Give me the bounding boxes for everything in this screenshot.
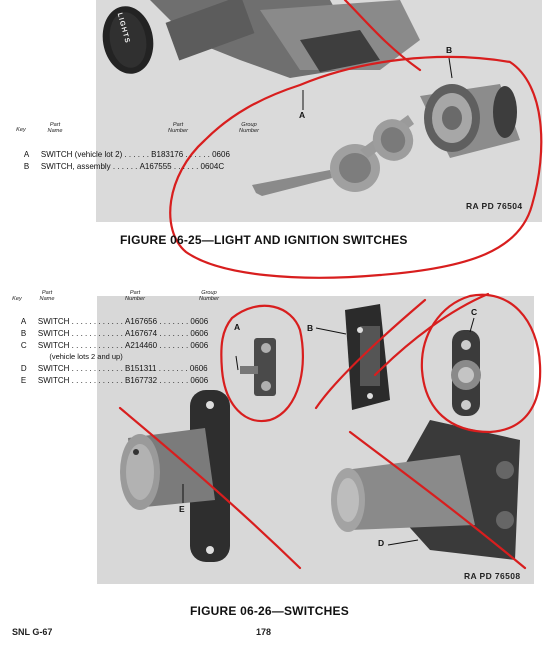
page-number: 178: [256, 627, 272, 637]
row-key: B: [23, 162, 30, 171]
header-part-number: Part Number: [168, 122, 188, 134]
callout-e-fig26: E: [179, 504, 185, 514]
header-group-number: Group Number: [239, 122, 259, 134]
row-dots: . . . . . . .: [157, 376, 191, 385]
row-number: A214460: [125, 341, 158, 350]
ra-number-fig25: RA PD 76504: [466, 201, 523, 211]
row-number: B183176: [151, 150, 184, 159]
row-group: 0604C: [200, 162, 225, 171]
callout-c-fig26: C: [471, 307, 478, 317]
annotation-slash-top: [343, 0, 422, 72]
callout-d-fig26: D: [378, 538, 385, 548]
row-dots: . . . . . . . . . . . .: [69, 341, 126, 350]
row-dots: . . . . . .: [110, 162, 140, 171]
row-key: D: [20, 364, 27, 373]
row-dots: . . . . . . . . . . . .: [69, 329, 126, 338]
row-key: E: [20, 376, 27, 385]
callout-b-fig26: B: [307, 323, 314, 333]
row-group: 0606: [190, 317, 209, 326]
document-id: SNL G-67: [12, 627, 53, 637]
row-key: B: [20, 329, 27, 338]
table-row: A SWITCH (vehicle lot 2) . . . . . . B183…: [15, 140, 230, 170]
row-dots: . . . . . .: [171, 162, 201, 171]
row-group: 0606: [189, 364, 208, 373]
header-part-name: Part Name: [47, 122, 63, 134]
row-dots: . . . . . .: [122, 150, 152, 159]
header-part-number: Part Number: [125, 290, 145, 302]
row-number: A167555: [139, 162, 172, 171]
row-number: B167732: [125, 376, 158, 385]
light-switch-body: [150, 0, 420, 78]
row-key: A: [20, 317, 27, 326]
header-key: Key: [12, 296, 22, 302]
row-number: A167656: [125, 317, 158, 326]
row-dots: . . . . . . .: [157, 329, 191, 338]
row-group: 0606: [212, 150, 230, 159]
annotation-slash-e: [118, 406, 302, 570]
row-dots: . . . . . . .: [157, 341, 191, 350]
row-name: SWITCH: [37, 364, 70, 373]
row-name: SWITCH: [37, 341, 70, 350]
row-key: C: [20, 341, 27, 350]
header-part-name: Part Name: [39, 290, 55, 302]
header-group-number: Group Number: [199, 290, 219, 302]
row-group: 0606: [190, 329, 209, 338]
ignition-lock-cylinder: [420, 84, 520, 158]
row-dots: . . . . . . . . . . . .: [69, 376, 126, 385]
annotation-slash-b: [314, 298, 427, 410]
annotation-circle-c: [420, 293, 542, 434]
row-group: 0606: [190, 341, 209, 350]
row-dots: . . . . . . .: [156, 364, 190, 373]
table-row: B SWITCH, assembly . . . . . . A167555 . …: [15, 152, 224, 182]
row-dots: . . . . . . . . . . . .: [69, 317, 126, 326]
row-key: A: [23, 150, 30, 159]
row-number: A167674: [125, 329, 158, 338]
red-annotations: [118, 0, 543, 570]
callout-a-fig25: A: [299, 110, 306, 120]
row-dots: . . . . . . . . . . . .: [69, 364, 126, 373]
figure-25-caption: FIGURE 06-25—LIGHT AND IGNITION SWITCHES: [120, 233, 408, 247]
row-name: SWITCH: [37, 317, 70, 326]
ra-number-fig26: RA PD 76508: [464, 571, 521, 581]
lights-knob: [102, 6, 154, 74]
annotation-circle-a: [220, 304, 304, 423]
row-name: (vehicle lots 2 and up): [49, 352, 123, 361]
figure-26-illustration: [120, 304, 520, 562]
row-group: 0606: [190, 376, 209, 385]
callout-a-fig26: A: [234, 322, 241, 332]
figure-26-caption: FIGURE 06-26—SWITCHES: [190, 604, 349, 618]
row-name: SWITCH: [37, 329, 70, 338]
row-name: SWITCH (vehicle lot 2): [40, 150, 123, 159]
callout-b-fig25: B: [446, 45, 453, 55]
ignition-keys: [252, 115, 414, 196]
header-key: Key: [16, 127, 26, 133]
row-dots: . . . . . .: [183, 150, 213, 159]
row-number: B151311: [125, 364, 157, 373]
table-row-note: (vehicle lots 2 and up): [12, 342, 123, 372]
row-name: SWITCH, assembly: [40, 162, 111, 171]
annotation-slash-d: [348, 430, 527, 570]
annotation-circle-ignition: [169, 55, 543, 279]
row-dots: . . . . . . .: [157, 317, 191, 326]
row-name: SWITCH: [37, 376, 70, 385]
